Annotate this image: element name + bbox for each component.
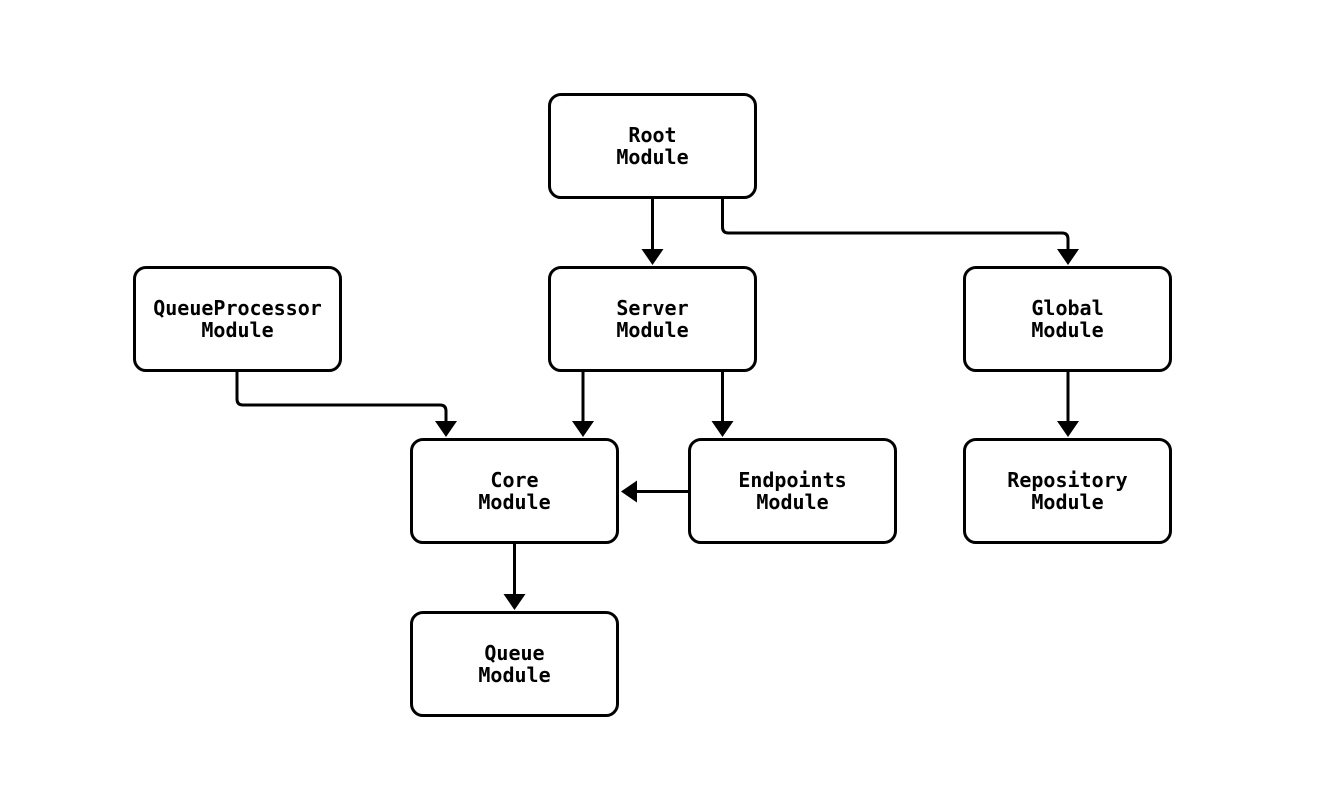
arrowhead-down-icon [572, 421, 594, 437]
arrowhead-down-icon [435, 421, 457, 437]
edge-endpoints-to-core [621, 480, 688, 503]
edge-core-to-queue [503, 544, 526, 610]
arrowhead-left-icon [621, 480, 637, 503]
arrowhead-down-icon [711, 421, 734, 437]
edge-root-to-global [721, 198, 1079, 265]
node-repository-module: Repository Module [963, 438, 1172, 544]
arrowhead-down-icon [1057, 421, 1079, 437]
arrowhead-down-icon [641, 249, 664, 265]
node-server-module: Server Module [548, 266, 757, 372]
node-core-module: Core Module [410, 438, 619, 544]
edge-server-to-core [572, 372, 594, 437]
node-queueprocessor-module: QueueProcessor Module [133, 266, 342, 372]
node-queue-module: Queue Module [410, 611, 619, 717]
edge-root-to-server [641, 198, 664, 265]
edge-global-to-repository [1057, 372, 1079, 437]
edge-queueprocessor-to-core [235, 372, 457, 437]
arrowhead-down-icon [503, 594, 526, 610]
node-global-module: Global Module [963, 266, 1172, 372]
edge-server-to-endpoints [711, 372, 734, 437]
node-endpoints-module: Endpoints Module [688, 438, 897, 544]
node-root-module: Root Module [548, 93, 757, 199]
arrowhead-down-icon [1057, 249, 1079, 265]
